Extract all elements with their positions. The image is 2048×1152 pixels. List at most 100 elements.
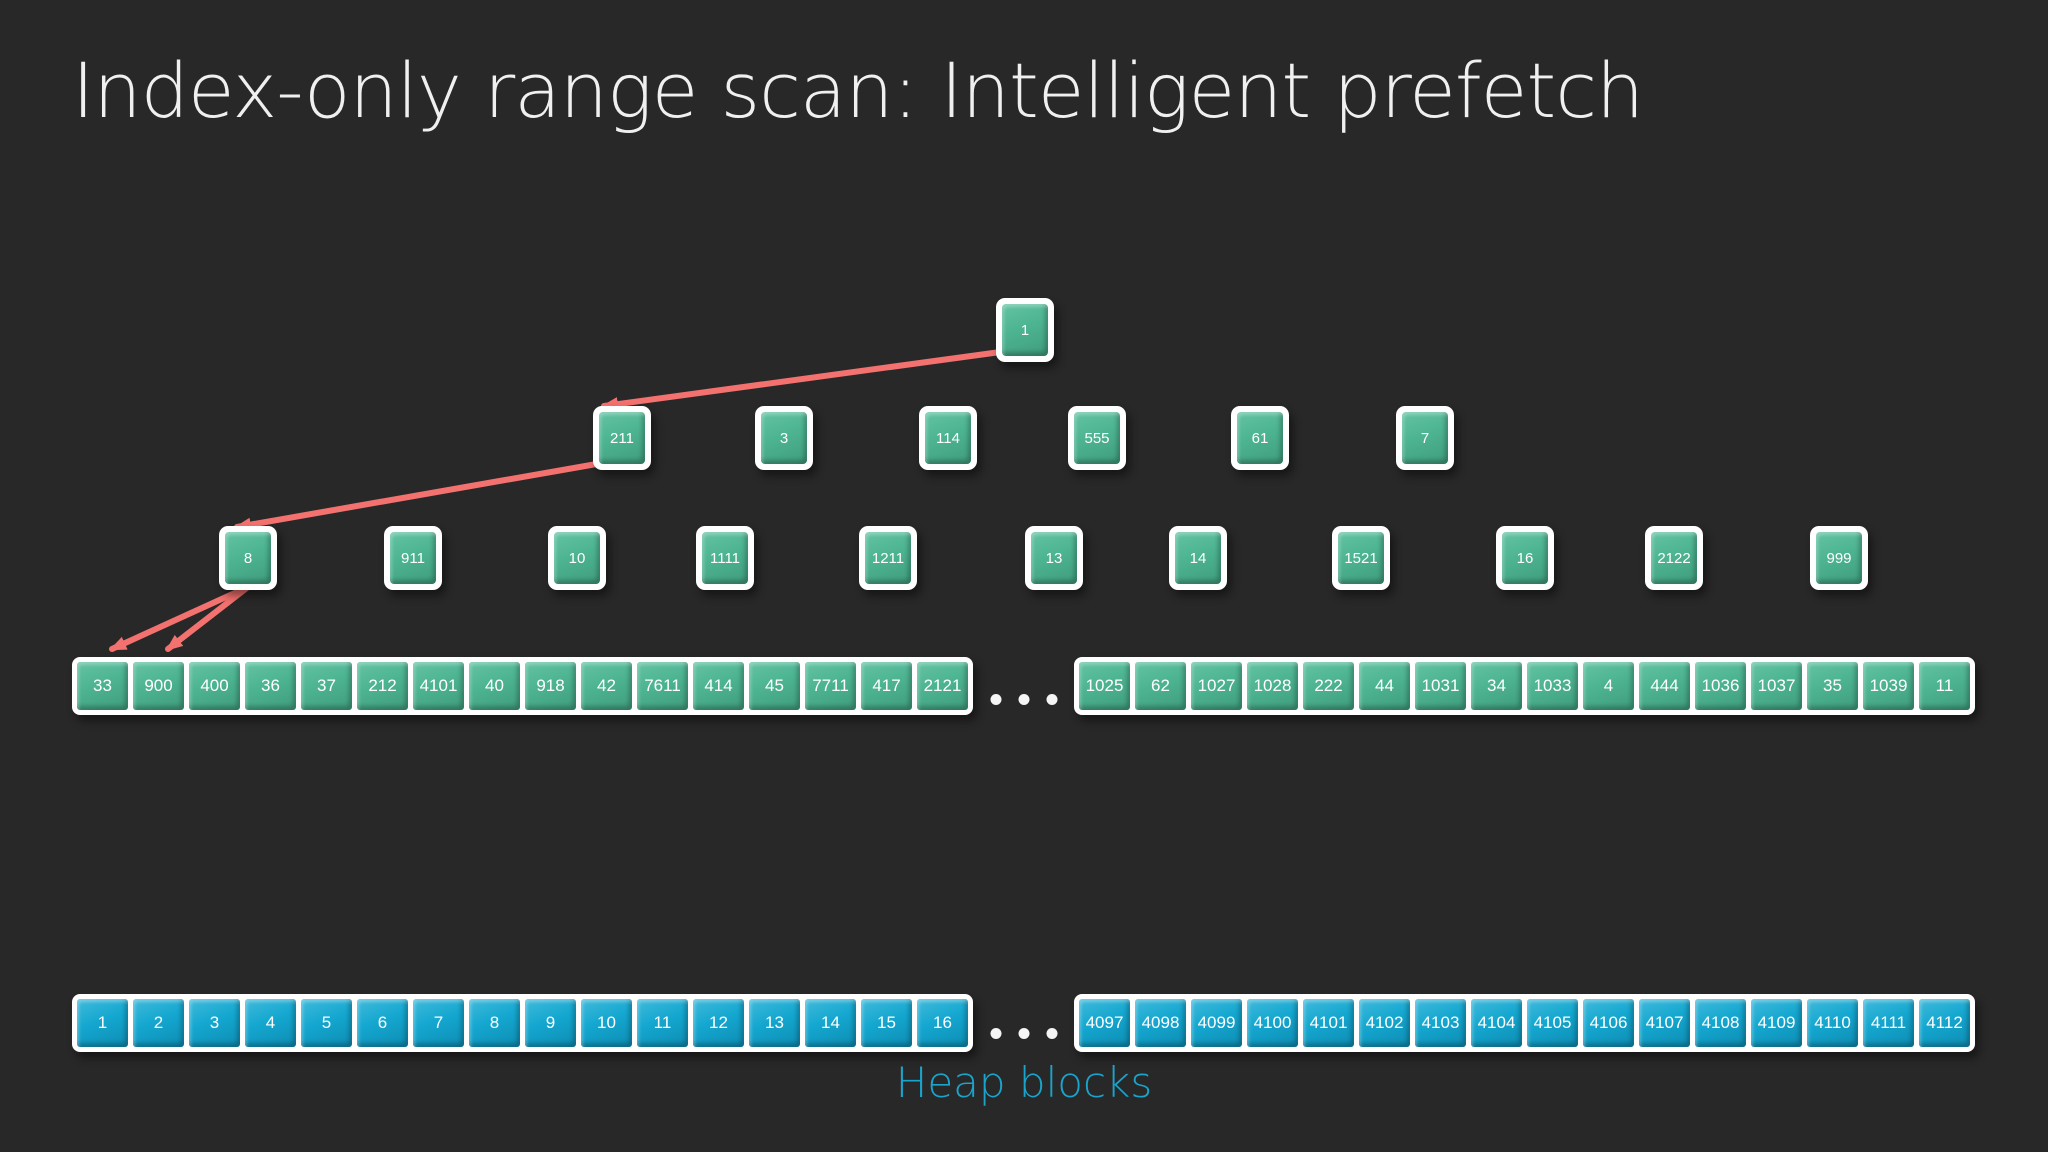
index-node-key: 1521 [1338,532,1384,584]
index-node: 1521 [1332,526,1390,590]
index-entry-cell: 1025 [1079,662,1130,710]
index-entry-cell: 918 [525,662,576,710]
heap-block-cell: 4098 [1135,999,1186,1047]
index-entry-cell: 34 [1471,662,1522,710]
heap-block-cell: 4105 [1527,999,1578,1047]
ellipsis-leaf-row [990,694,1058,705]
index-node: 3 [755,406,813,470]
index-entry-cell: 7711 [805,662,856,710]
index-node-key: 911 [390,532,436,584]
index-entry-cell: 36 [245,662,296,710]
ellipsis-heap-row [990,1028,1058,1039]
index-entry-cell: 33 [77,662,128,710]
index-entry-cell: 11 [1919,662,1970,710]
arrow-line [601,347,1018,412]
index-entry-cell: 1033 [1527,662,1578,710]
arrow-line [109,584,251,652]
heap-block-cell: 14 [805,999,856,1047]
index-node-key: 555 [1074,412,1120,464]
index-entry-cell: 414 [693,662,744,710]
index-node: 2122 [1645,526,1703,590]
heap-block-cell: 7 [413,999,464,1047]
heap-block-cell: 4112 [1919,999,1970,1047]
heap-block-cell: 4106 [1583,999,1634,1047]
index-node: 999 [1810,526,1868,590]
index-entry-cell: 40 [469,662,520,710]
index-node: 1211 [859,526,917,590]
heap-block-cell: 8 [469,999,520,1047]
index-node-key: 10 [554,532,600,584]
heap-block-cell: 13 [749,999,800,1047]
heap-block-cell: 4102 [1359,999,1410,1047]
index-node-key: 8 [225,532,271,584]
heap-block-cell: 4101 [1303,999,1354,1047]
heap-block-cell: 6 [357,999,408,1047]
index-node-key: 1211 [865,532,911,584]
index-node-key: 13 [1031,532,1077,584]
index-entry-cell: 45 [749,662,800,710]
heap-block-cell: 5 [301,999,352,1047]
ellipsis-dot [1046,694,1058,705]
index-node-key: 1 [1002,304,1048,356]
index-entry-cell: 400 [189,662,240,710]
ellipsis-dot [1018,694,1030,705]
index-node: 911 [384,526,442,590]
ellipsis-dot [990,694,1002,705]
ellipsis-dot [990,1028,1002,1039]
index-entry-cell: 4101 [413,662,464,710]
heap-block-cell: 4104 [1471,999,1522,1047]
heap-block-cell: 4103 [1415,999,1466,1047]
ellipsis-dot [1018,1028,1030,1039]
heap-blocks-label: Heap blocks [895,1058,1153,1107]
index-entry-cell: 44 [1359,662,1410,710]
index-node: 555 [1068,406,1126,470]
arrow-line [165,584,251,652]
index-node: 114 [919,406,977,470]
heap-block-cell: 4099 [1191,999,1242,1047]
slide-title: Index-only range scan: Intelligent prefe… [72,46,1644,135]
index-entry-cell: 35 [1807,662,1858,710]
heap-block-cell: 4097 [1079,999,1130,1047]
index-entry-cell: 1031 [1415,662,1466,710]
index-node-key: 999 [1816,532,1862,584]
heap-block-cell: 4111 [1863,999,1914,1047]
index-entry-cell: 1028 [1247,662,1298,710]
index-entry-cell: 1037 [1751,662,1802,710]
index-node-key: 1111 [702,532,748,584]
index-node: 61 [1231,406,1289,470]
heap-block-cell: 10 [581,999,632,1047]
index-node: 16 [1496,526,1554,590]
heap-block-cell: 9 [525,999,576,1047]
index-node-key: 16 [1502,532,1548,584]
arrow-line [234,459,611,532]
index-entry-cell: 62 [1135,662,1186,710]
heap-block-cell: 1 [77,999,128,1047]
index-entry-cell: 4 [1583,662,1634,710]
heap-block-cell: 3 [189,999,240,1047]
heap-block-cell: 16 [917,999,968,1047]
index-node: 13 [1025,526,1083,590]
index-node: 14 [1169,526,1227,590]
index-entry-cell: 1039 [1863,662,1914,710]
index-node: 10 [548,526,606,590]
index-entry-cell: 417 [861,662,912,710]
index-entry-cell: 212 [357,662,408,710]
index-node-key: 114 [925,412,971,464]
heap-block-cell: 4109 [1751,999,1802,1047]
heap-block-cell: 4 [245,999,296,1047]
index-node: 7 [1396,406,1454,470]
heap-block-cell: 4107 [1639,999,1690,1047]
index-entry-cell: 222 [1303,662,1354,710]
index-node-key: 3 [761,412,807,464]
index-node-key: 61 [1237,412,1283,464]
heap-block-cell: 4110 [1807,999,1858,1047]
index-entry-cell: 444 [1639,662,1690,710]
index-node: 8 [219,526,277,590]
index-entry-cell: 900 [133,662,184,710]
index-node: 211 [593,406,651,470]
